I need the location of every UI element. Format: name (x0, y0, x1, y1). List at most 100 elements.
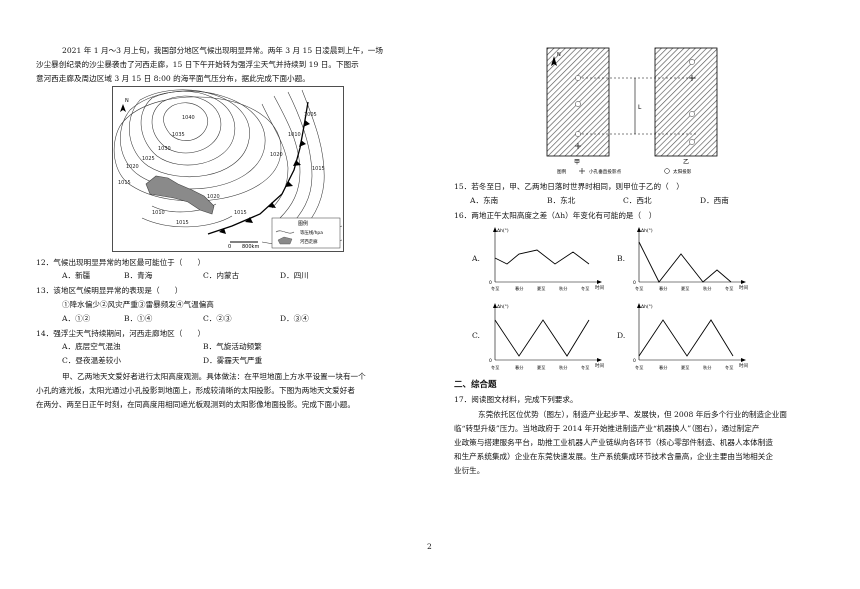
svg-text:L: L (638, 104, 642, 111)
svg-text:0: 0 (489, 358, 492, 364)
page-number: 2 (427, 542, 432, 551)
svg-text:冬至: 冬至 (635, 364, 643, 371)
svg-text:冬至: 冬至 (725, 285, 733, 292)
svg-text:1020: 1020 (270, 152, 283, 158)
svg-text:1015: 1015 (234, 210, 247, 216)
q15-stem: 15．若冬至日，甲、乙两地日落时世界时相同，则甲位于乙的（ ） (454, 182, 684, 191)
svg-text:冬至: 冬至 (581, 285, 589, 292)
q12-option-b[interactable]: B．青海 (124, 271, 153, 280)
q12-stem: 12．气候出现明显异常的地区最可能位于（ ） (36, 258, 206, 267)
svg-text:时间: 时间 (595, 284, 604, 291)
svg-text:冬至: 冬至 (491, 285, 499, 292)
svg-text:0: 0 (633, 280, 636, 286)
svg-text:甲: 甲 (574, 159, 580, 166)
intro-line-3: 意河西走廊及周边区域 3 月 15 日 8:00 的海平面气压分布，据此完成下面… (36, 74, 310, 83)
sun-projection-figure: N L 甲 乙 图例 小孔垂直投影点 太阳投影 (546, 47, 718, 175)
intro-line-2: 沙尘暴创纪录的沙尘暴袭击了河西走廊，15 日下午开始转为强浮尘天气并持续到 19… (36, 60, 359, 69)
q16-option-c-label[interactable]: C. (472, 331, 480, 340)
svg-text:0: 0 (633, 358, 636, 364)
passage2-line-3: 在两分、两至日正午时刻，在同高度用相同遮光板观测到的太阳影像地面投影。完成下面小… (36, 400, 355, 409)
q14-option-a[interactable]: A．底层空气混浊 (62, 342, 121, 351)
svg-text:太阳投影: 太阳投影 (673, 168, 692, 175)
svg-text:秋分: 秋分 (559, 364, 568, 371)
svg-text:夏至: 夏至 (537, 365, 545, 370)
svg-text:春分: 春分 (659, 285, 668, 292)
svg-text:1020: 1020 (126, 164, 139, 170)
north-arrow: N (551, 52, 561, 66)
q14-option-d[interactable]: D．雾霾天气严重 (203, 356, 263, 365)
section-heading: 二、综合题 (454, 380, 497, 390)
q16-graph-d[interactable]: Δh(°) 0 时间 冬至春分夏至秋分冬至 (631, 300, 753, 374)
svg-text:时间: 时间 (595, 362, 604, 369)
q16-graph-a[interactable]: Δh(°) 0 时间 冬至 春分 夏至 秋分 冬至 (487, 224, 609, 294)
svg-text:Δh(°): Δh(°) (497, 228, 509, 234)
q13-stem: 13．该地区气候明显异常的表现是（ ） (36, 286, 183, 295)
svg-text:春分: 春分 (515, 285, 524, 292)
svg-text:0: 0 (228, 244, 231, 250)
passage2-line-1: 甲、乙两地天文爱好者进行太阳高度观测。具体做法：在平坦地面上方水平设置一块有一个 (62, 372, 366, 381)
svg-text:1010: 1010 (288, 132, 301, 138)
svg-text:乙: 乙 (683, 159, 689, 166)
q15-option-b[interactable]: B．东北 (547, 196, 576, 205)
q15-option-d[interactable]: D．西南 (700, 196, 729, 205)
intro-line-1: 2021 年 1 月～3 月上旬，我国部分地区气候出现明显异常。两年 3 月 1… (62, 46, 383, 55)
svg-text:1040: 1040 (182, 115, 195, 121)
svg-text:小孔垂直投影点: 小孔垂直投影点 (589, 168, 622, 175)
svg-text:1005: 1005 (304, 112, 317, 118)
svg-text:秋分: 秋分 (703, 285, 712, 292)
q14-option-b[interactable]: B．气旋活动频繁 (203, 342, 262, 351)
q17-stem: 17．阅读图文材料，完成下列要求。 (454, 395, 578, 404)
svg-text:春分: 春分 (659, 364, 668, 371)
q16-graph-b[interactable]: Δh(°) 0 时间 冬至 春分 夏至 秋分 冬至 (631, 224, 753, 294)
passage3-line-4: 和生产系统集成）企业在东莞快速发展。生产系统集成环节技术含量高，企业主要由当地相… (454, 452, 773, 461)
svg-text:1015: 1015 (312, 166, 325, 172)
svg-text:冬至: 冬至 (635, 285, 643, 292)
passage3-line-3: 业政策与搭建服务平台，助推工业机器人产业链纵向各环节（核心零部件制造、机器人本体… (454, 438, 773, 447)
q16-stem: 16．两地正午太阳高度之差（Δh）年变化有可能的是（ ） (454, 211, 657, 220)
q15-option-a[interactable]: A．东南 (470, 196, 499, 205)
q14-option-c[interactable]: C．昼夜温差较小 (62, 356, 121, 365)
svg-text:等压线/hpa: 等压线/hpa (300, 229, 323, 236)
passage3-line-1: 东莞依托区位优势（图左），制造产业起步早、发展快，但 2008 年后多个行业的制… (478, 410, 787, 419)
svg-text:河西走廊: 河西走廊 (300, 238, 318, 245)
q14-stem: 14．强浮尘天气持续期间，河西走廊地区（ ） (36, 329, 206, 338)
q13-option-a[interactable]: A．①② (62, 314, 91, 323)
pressure-map: 1040 1035 1030 1025 1020 1015 1010 1015 … (112, 86, 344, 252)
q13-option-b[interactable]: B．①④ (124, 314, 153, 323)
svg-text:冬至: 冬至 (581, 364, 589, 371)
q16-option-a-label[interactable]: A. (472, 254, 480, 263)
q12-option-c[interactable]: C．内蒙古 (203, 271, 240, 280)
svg-text:1035: 1035 (172, 132, 185, 138)
svg-text:1030: 1030 (158, 146, 171, 152)
svg-text:800km: 800km (242, 244, 259, 250)
q13-option-d[interactable]: D．③④ (280, 314, 309, 323)
svg-text:冬至: 冬至 (491, 364, 499, 371)
svg-text:1025: 1025 (142, 156, 155, 162)
passage3-line-5: 业衍生。 (454, 466, 485, 475)
svg-text:秋分: 秋分 (559, 285, 568, 292)
svg-text:0: 0 (489, 280, 492, 286)
svg-text:夏至: 夏至 (537, 286, 545, 291)
svg-text:夏至: 夏至 (681, 365, 689, 370)
q15-option-c[interactable]: C．西北 (623, 196, 652, 205)
map-scale-bar: 0 800km (228, 241, 259, 250)
passage2-line-2: 小孔的遮光板，太阳光通过小孔投影到地面上，形成较清晰的太阳投影。下图为两地天文爱… (36, 386, 355, 395)
svg-text:Δh(°): Δh(°) (641, 304, 653, 310)
q13-option-c[interactable]: C．②③ (203, 314, 232, 323)
passage3-line-2: 临“转型升级”压力。当地政府于 2014 年开始推进制造产业“机器换人”（图右）… (454, 424, 760, 433)
q12-option-a[interactable]: A．新疆 (62, 271, 91, 280)
svg-text:1015: 1015 (176, 220, 189, 226)
q16-option-d-label[interactable]: D. (617, 331, 626, 340)
svg-text:Δh(°): Δh(°) (641, 228, 653, 234)
svg-text:夏至: 夏至 (681, 286, 689, 291)
svg-text:图例: 图例 (298, 220, 308, 227)
north-arrow: N (120, 98, 129, 112)
q12-option-d[interactable]: D．四川 (280, 271, 309, 280)
q16-option-b-label[interactable]: B. (617, 254, 625, 263)
svg-text:N: N (125, 98, 129, 104)
svg-text:N: N (557, 52, 561, 58)
q16-graph-c[interactable]: Δh(°) 0 时间 冬至春分夏至秋分冬至 (487, 300, 609, 374)
svg-text:时间: 时间 (739, 362, 748, 369)
svg-text:Δh(°): Δh(°) (497, 304, 509, 310)
svg-text:时间: 时间 (739, 284, 748, 291)
